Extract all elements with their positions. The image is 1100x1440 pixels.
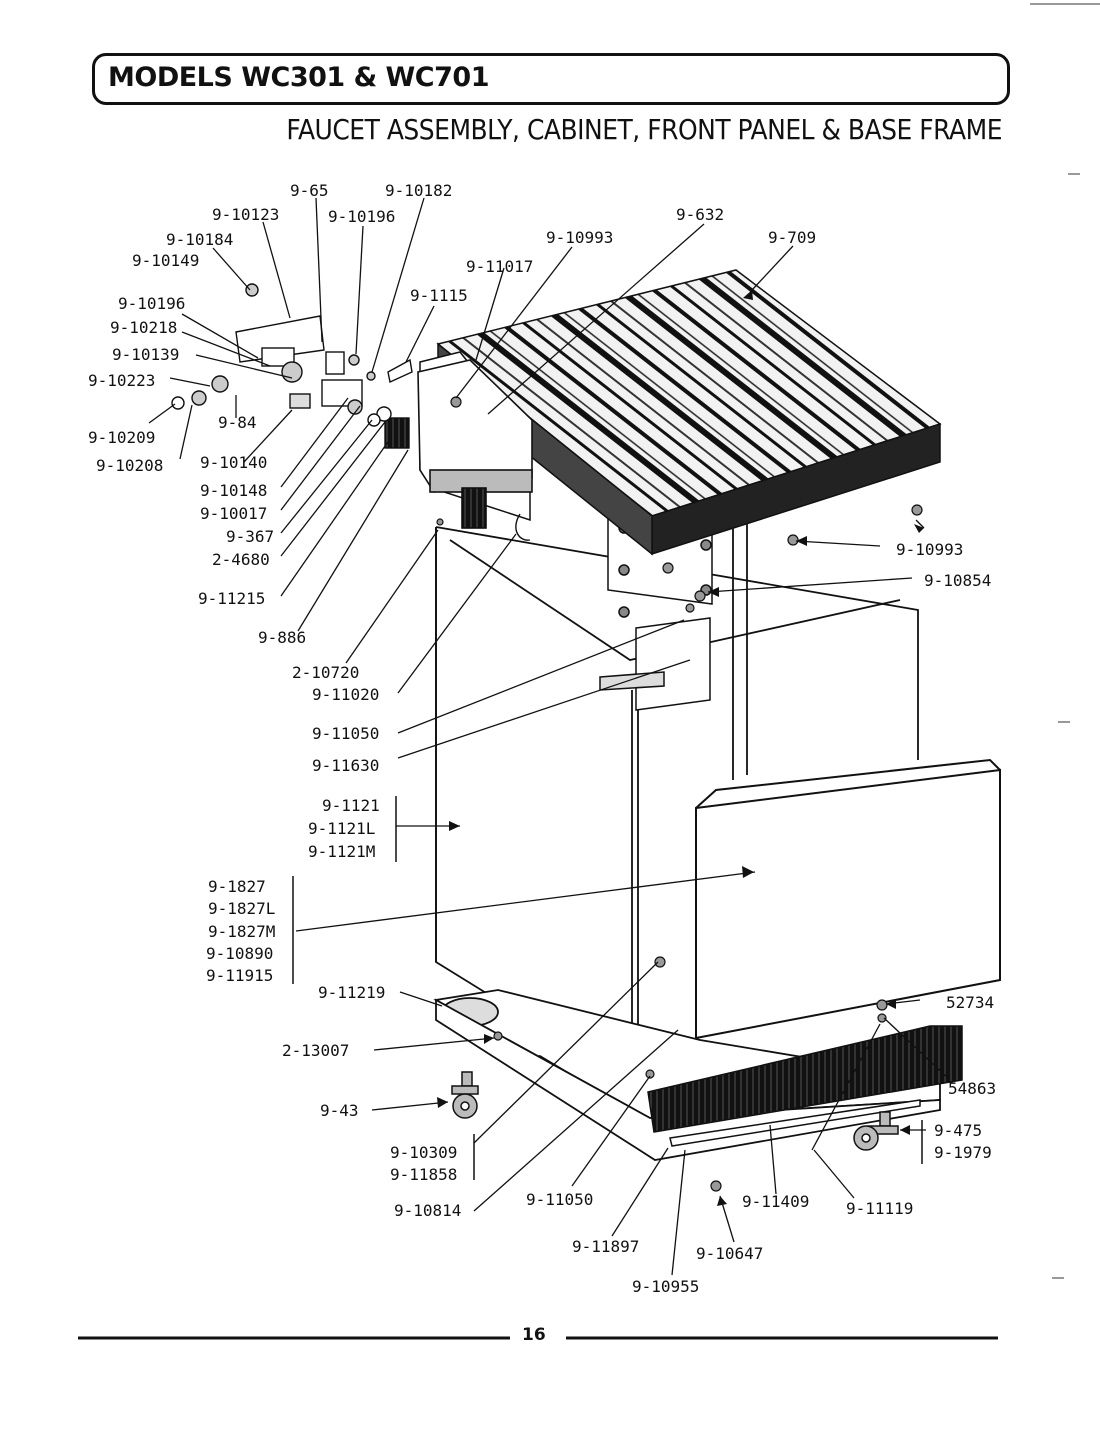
part-number-callout: 9-10814 — [394, 1201, 461, 1220]
part-number-callout: 9-10309 — [390, 1143, 457, 1162]
part-number-callout: 9-475 — [934, 1121, 982, 1140]
part-number-callout: 9-10184 — [166, 230, 233, 249]
part-number-callout: 9-10208 — [96, 456, 163, 475]
part-number-callout: 2-10720 — [292, 663, 359, 682]
caster-left — [451, 1071, 479, 1119]
part-number-callout: 9-11630 — [312, 756, 379, 775]
part-number-callout: 9-11119 — [846, 1199, 913, 1218]
part-number-callout: 9-1979 — [934, 1143, 992, 1162]
page-title: MODELS WC301 & WC701 — [108, 62, 490, 93]
part-number-callout: 9-11050 — [526, 1190, 593, 1209]
part-number-callout: 9-709 — [768, 228, 816, 247]
part-number-callout: 52734 — [946, 993, 994, 1012]
part-number-callout: 9-11858 — [390, 1165, 457, 1184]
part-number-callout: 9-84 — [218, 413, 257, 432]
part-number-callout: 9-11020 — [312, 685, 379, 704]
part-number-callout: 9-11017 — [466, 257, 533, 276]
part-number-callout: 9-10647 — [696, 1244, 763, 1263]
front-panel — [695, 758, 1001, 1040]
part-number-callout: 9-10993 — [896, 540, 963, 559]
part-number-callout: 9-10140 — [200, 453, 267, 472]
page-subtitle: FAUCET ASSEMBLY, CABINET, FRONT PANEL & … — [286, 113, 1002, 146]
part-number-callout: 9-1121L — [308, 819, 375, 838]
part-number-callout: 9-10149 — [132, 251, 199, 270]
part-number-callout: 9-10209 — [88, 428, 155, 447]
faucet-parts — [171, 283, 531, 541]
part-number-callout: 9-632 — [676, 205, 724, 224]
title-banner — [92, 53, 1010, 105]
part-number-callout: 9-10196 — [118, 294, 185, 313]
part-number-callout: 9-10196 — [328, 207, 395, 226]
part-number-callout: 9-10223 — [88, 371, 155, 390]
part-number-callout: 9-10218 — [110, 318, 177, 337]
page-number: 16 — [522, 1325, 546, 1345]
part-number-callout: 9-10182 — [385, 181, 452, 200]
caster-right — [853, 1111, 899, 1151]
arrowheads — [437, 290, 924, 1206]
part-number-callout: 9-11409 — [742, 1192, 809, 1211]
part-number-callout: 9-10123 — [212, 205, 279, 224]
right-margin-ticks — [1030, 3, 1100, 1279]
part-number-callout: 9-10993 — [546, 228, 613, 247]
callout-labels: 9-65 9-10182 9-10123 9-10196 9-10184 9-10149 9… — [88, 181, 996, 1296]
part-number-callout: 9-367 — [226, 527, 274, 546]
part-number-callout: 54863 — [948, 1079, 996, 1098]
group-brackets — [292, 796, 923, 1180]
part-number-callout: 9-886 — [258, 628, 306, 647]
part-number-callout: 9-1827 — [208, 877, 266, 896]
part-number-callout: 9-43 — [320, 1101, 359, 1120]
part-number-callout: 9-65 — [290, 181, 329, 200]
part-number-callout: 9-11215 — [198, 589, 265, 608]
part-number-callout: 9-1827L — [208, 899, 275, 918]
part-number-callout: 9-10955 — [632, 1277, 699, 1296]
part-number-callout: 9-11219 — [318, 983, 385, 1002]
part-number-callout: 9-11897 — [572, 1237, 639, 1256]
part-number-callout: 2-13007 — [282, 1041, 349, 1060]
part-number-callout: 9-1121M — [308, 842, 375, 861]
fasteners — [436, 396, 923, 1192]
part-number-callout: 9-1121 — [322, 796, 380, 815]
part-number-callout: 9-11915 — [206, 966, 273, 985]
toe-kick — [647, 1025, 963, 1147]
part-number-callout: 9-10148 — [200, 481, 267, 500]
part-number-callout: 9-1827M — [208, 922, 275, 941]
part-number-callout: 9-11050 — [312, 724, 379, 743]
part-number-callout: 9-10890 — [206, 944, 273, 963]
part-number-callout: 9-10139 — [112, 345, 179, 364]
part-number-callout: 9-1115 — [410, 286, 468, 305]
control-housing — [417, 359, 533, 529]
part-number-callout: 9-10017 — [200, 504, 267, 523]
part-number-callout: 2-4680 — [212, 550, 270, 569]
part-number-callout: 9-10854 — [924, 571, 991, 590]
